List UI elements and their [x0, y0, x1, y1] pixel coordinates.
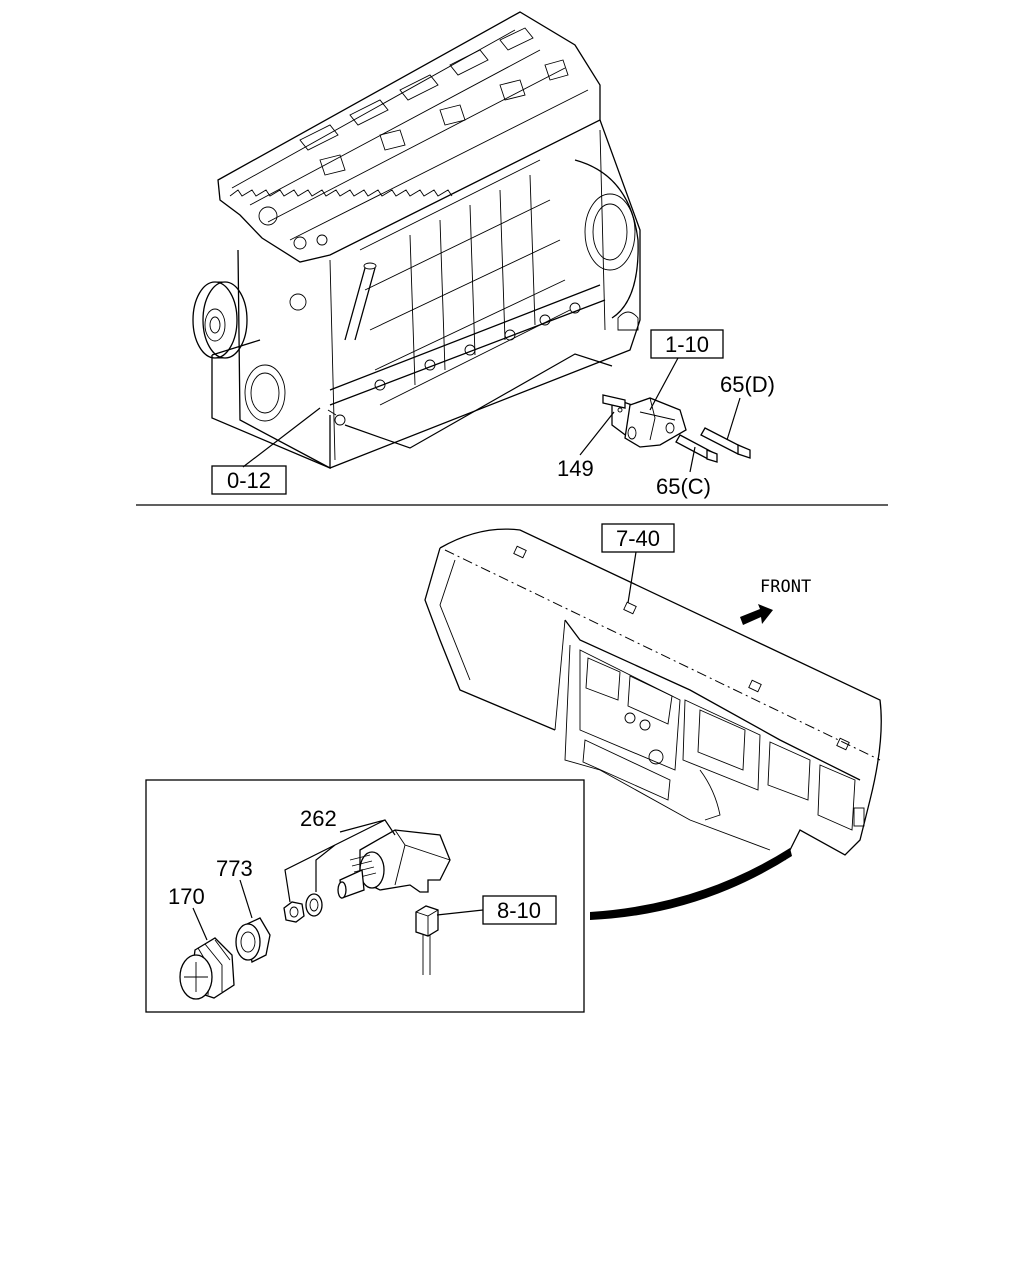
ref-label-0-12: 0-12 — [227, 468, 271, 493]
engine-block-illustration — [192, 11, 641, 469]
ref-box-1-10 — [650, 329, 724, 359]
leader-7-40 — [627, 551, 637, 604]
part-label-773: 773 — [216, 856, 253, 881]
ref-label-7-40: 7-40 — [616, 526, 660, 551]
front-label: FRONT — [760, 577, 811, 597]
part-label-170: 170 — [168, 884, 205, 909]
dashboard-illustration — [424, 528, 882, 861]
ref-box-8-10 — [482, 895, 557, 925]
ref-box-7-40 — [601, 523, 675, 553]
detail-inset-box — [145, 779, 585, 1013]
part-label-65c: 65(C) — [656, 474, 711, 499]
leader-170 — [192, 907, 208, 941]
ref-box-0-12 — [211, 465, 287, 495]
bracket-locator-line — [344, 353, 613, 449]
leader-0-12 — [242, 407, 321, 468]
ref-label-1-10: 1-10 — [665, 332, 709, 357]
part-label-65d: 65(D) — [720, 372, 775, 397]
front-arrow-icon — [740, 604, 773, 625]
leader-1-10 — [649, 357, 679, 411]
leader-262 — [284, 819, 396, 903]
bracket-illustration — [602, 394, 751, 463]
leader-149 — [579, 411, 615, 456]
part-label-262: 262 — [300, 806, 337, 831]
leader-65d — [726, 397, 741, 441]
leader-773 — [239, 879, 253, 919]
part-label-149: 149 — [557, 456, 594, 481]
switch-assembly-illustration — [179, 829, 451, 1000]
detail-callout-arrow — [590, 848, 792, 920]
ref-label-8-10: 8-10 — [497, 898, 541, 923]
leader-8-10 — [436, 909, 484, 916]
leader-65c — [689, 446, 696, 473]
